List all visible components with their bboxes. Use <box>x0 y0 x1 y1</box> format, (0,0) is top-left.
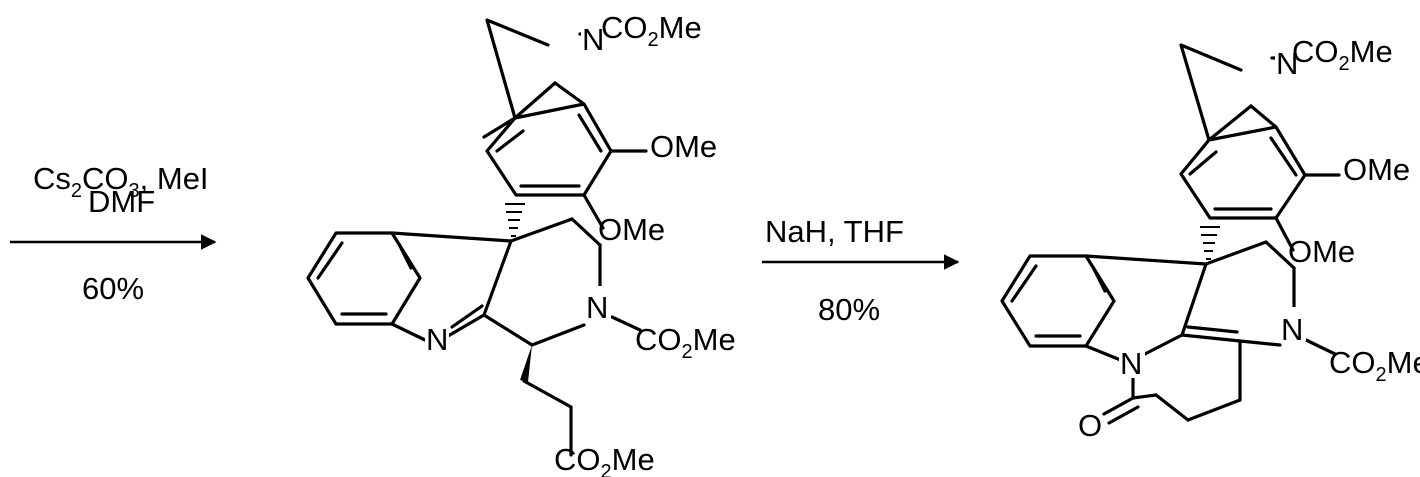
step2-yield: 80% <box>818 292 880 327</box>
atom-label-n: N <box>426 322 448 357</box>
bold-wedge-bond <box>520 345 532 382</box>
atom-label-n: N <box>582 22 604 57</box>
atom-label-n: N <box>1120 346 1142 381</box>
atom-label-ome: OMe <box>1288 234 1355 269</box>
product-molecule: N CO2Me OMe OMe N N CO2Me O <box>1000 34 1420 443</box>
atom-label-co2me: CO2Me <box>1292 34 1393 75</box>
hashed-wedge-bond <box>505 203 525 237</box>
intermediate-molecule: N CO2Me OMe OMe N N CO2Me CO2Me <box>306 10 736 477</box>
step1-yield: 60% <box>82 271 144 306</box>
step2-conditions: NaH, THF 80% <box>762 214 960 327</box>
atom-label-ome: OMe <box>598 212 665 247</box>
atom-label-n: N <box>1281 312 1303 347</box>
atom-label-n: N <box>1276 46 1298 81</box>
atom-label-co2me: CO2Me <box>1329 345 1420 386</box>
hashed-wedge-bond <box>1200 226 1220 260</box>
atom-label-co2me: CO2Me <box>601 10 702 51</box>
atom-label-ome: OMe <box>1343 152 1410 187</box>
step1-solvent: DMF <box>88 184 155 219</box>
atom-label-o: O <box>1078 408 1102 443</box>
atom-label-ome: OMe <box>650 129 717 164</box>
atom-label-co2me: CO2Me <box>554 442 655 477</box>
step1-reagents: Cs2CO3, MeI <box>33 161 209 202</box>
atom-label-n: N <box>586 290 608 325</box>
step2-reagents: NaH, THF <box>765 214 904 249</box>
step1-conditions: Cs2CO3, MeI DMF 60% <box>10 161 217 306</box>
atom-label-co2me: CO2Me <box>635 322 736 363</box>
